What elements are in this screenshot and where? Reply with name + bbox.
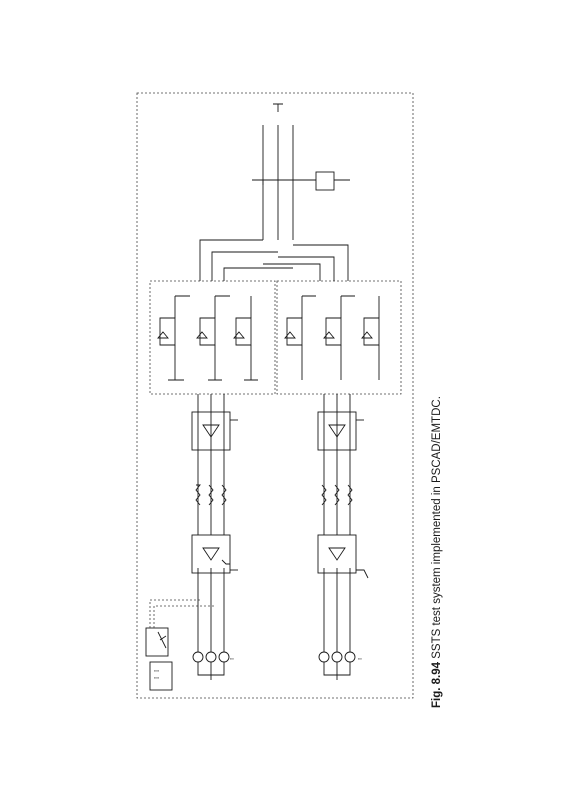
breaker-control-block: ▪▪▪▪ ▪▪▪▪	[149, 661, 173, 691]
line-impedance-1	[195, 410, 227, 535]
transformer-1a	[191, 534, 238, 574]
svg-text:▪▪▪▪: ▪▪▪▪	[154, 676, 159, 680]
source-group-2: ▪▪▪	[318, 568, 362, 680]
figure-label: Fig. 8.94	[431, 661, 443, 708]
transformer-2b	[317, 411, 364, 451]
switch-group-2-box	[276, 280, 402, 395]
thyristor-switches-2	[284, 295, 380, 380]
breaker-block	[145, 599, 214, 657]
switch-group-1-box	[149, 280, 276, 395]
transformer-1b	[191, 411, 238, 451]
figure-caption: Fig. 8.94 SSTS test system implemented i…	[431, 396, 443, 708]
line-impedance-2	[321, 410, 353, 535]
thyristor-switches-1	[157, 295, 258, 381]
svg-text:▪▪▪: ▪▪▪	[230, 657, 234, 661]
load-block	[273, 103, 350, 191]
svg-text:▪▪▪▪: ▪▪▪▪	[154, 669, 159, 673]
system-boundary	[136, 92, 414, 699]
figure-caption-text: SSTS test system implemented in PSCAD/EM…	[431, 396, 443, 659]
svg-text:▪▪▪: ▪▪▪	[358, 657, 362, 661]
source-group-1: ▪▪▪	[192, 568, 234, 680]
transformer-2a	[317, 534, 369, 579]
bus-wiring	[197, 125, 351, 410]
